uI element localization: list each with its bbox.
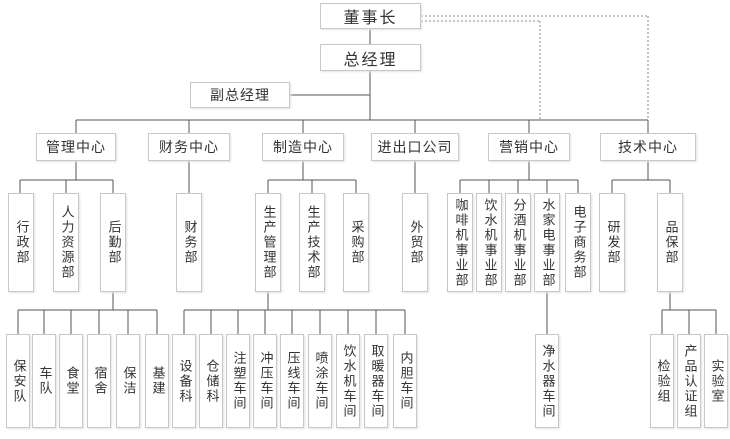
coffee-machine-division-box: 咖啡机事业部 <box>447 193 473 292</box>
inspection-group-box: 检验组 <box>650 334 674 428</box>
laboratory-box: 实验室 <box>704 334 728 428</box>
stamping-workshop-box: 冲压车间 <box>253 334 277 428</box>
certification-group-box: 产品认证组 <box>677 334 701 428</box>
cleaning-box: 保洁 <box>116 334 140 428</box>
liner-workshop-box: 内胆车间 <box>393 334 417 428</box>
foreign-trade-dept-box: 外贸部 <box>402 193 428 292</box>
construction-box: 基建 <box>145 334 169 428</box>
chairman-box: 董事长 <box>320 3 421 29</box>
purchasing-dept-box: 采购部 <box>343 193 369 292</box>
water-appliance-division-box: 水家电事业部 <box>534 193 560 292</box>
water-dispenser-division-box: 饮水机事业部 <box>476 193 502 292</box>
wine-dispenser-division-box: 分酒机事业部 <box>505 193 531 292</box>
marketing-center-box: 营销中心 <box>488 133 570 161</box>
general-manager-box: 总经理 <box>320 44 421 71</box>
manufacturing-center-box: 制造中心 <box>262 133 344 161</box>
ecommerce-dept-box: 电子商务部 <box>565 193 591 292</box>
production-tech-dept-box: 生产技术部 <box>299 193 325 292</box>
production-mgmt-dept-box: 生产管理部 <box>255 193 281 292</box>
heater-workshop-box: 取暖器车间 <box>364 334 388 428</box>
security-team-box: 保安队 <box>6 334 30 428</box>
wiring-workshop-box: 压线车间 <box>280 334 304 428</box>
logistics-dept-box: 后勤部 <box>100 193 126 292</box>
finance-center-box: 财务中心 <box>148 133 230 161</box>
admin-dept-box: 行政部 <box>8 193 34 292</box>
injection-workshop-box: 注塑车间 <box>226 334 250 428</box>
equipment-section-box: 设备科 <box>172 334 196 428</box>
deputy-gm-box: 副总经理 <box>190 82 290 108</box>
water-purifier-workshop-box: 净水器车间 <box>535 334 559 428</box>
fleet-box: 车队 <box>32 334 56 428</box>
hr-dept-box: 人力资源部 <box>53 193 79 292</box>
warehouse-section-box: 仓储科 <box>199 334 223 428</box>
management-center-box: 管理中心 <box>36 133 116 161</box>
painting-workshop-box: 喷涂车间 <box>308 334 332 428</box>
import-export-company-box: 进出口公司 <box>371 133 459 161</box>
dormitory-box: 宿舍 <box>87 334 111 428</box>
quality-assurance-dept-box: 品保部 <box>657 193 683 292</box>
technology-center-box: 技术中心 <box>600 133 696 161</box>
dispenser-workshop-box: 饮水机车间 <box>336 334 360 428</box>
canteen-box: 食堂 <box>59 334 83 428</box>
rnd-dept-box: 研发部 <box>599 193 625 292</box>
finance-dept-box: 财务部 <box>176 193 202 292</box>
